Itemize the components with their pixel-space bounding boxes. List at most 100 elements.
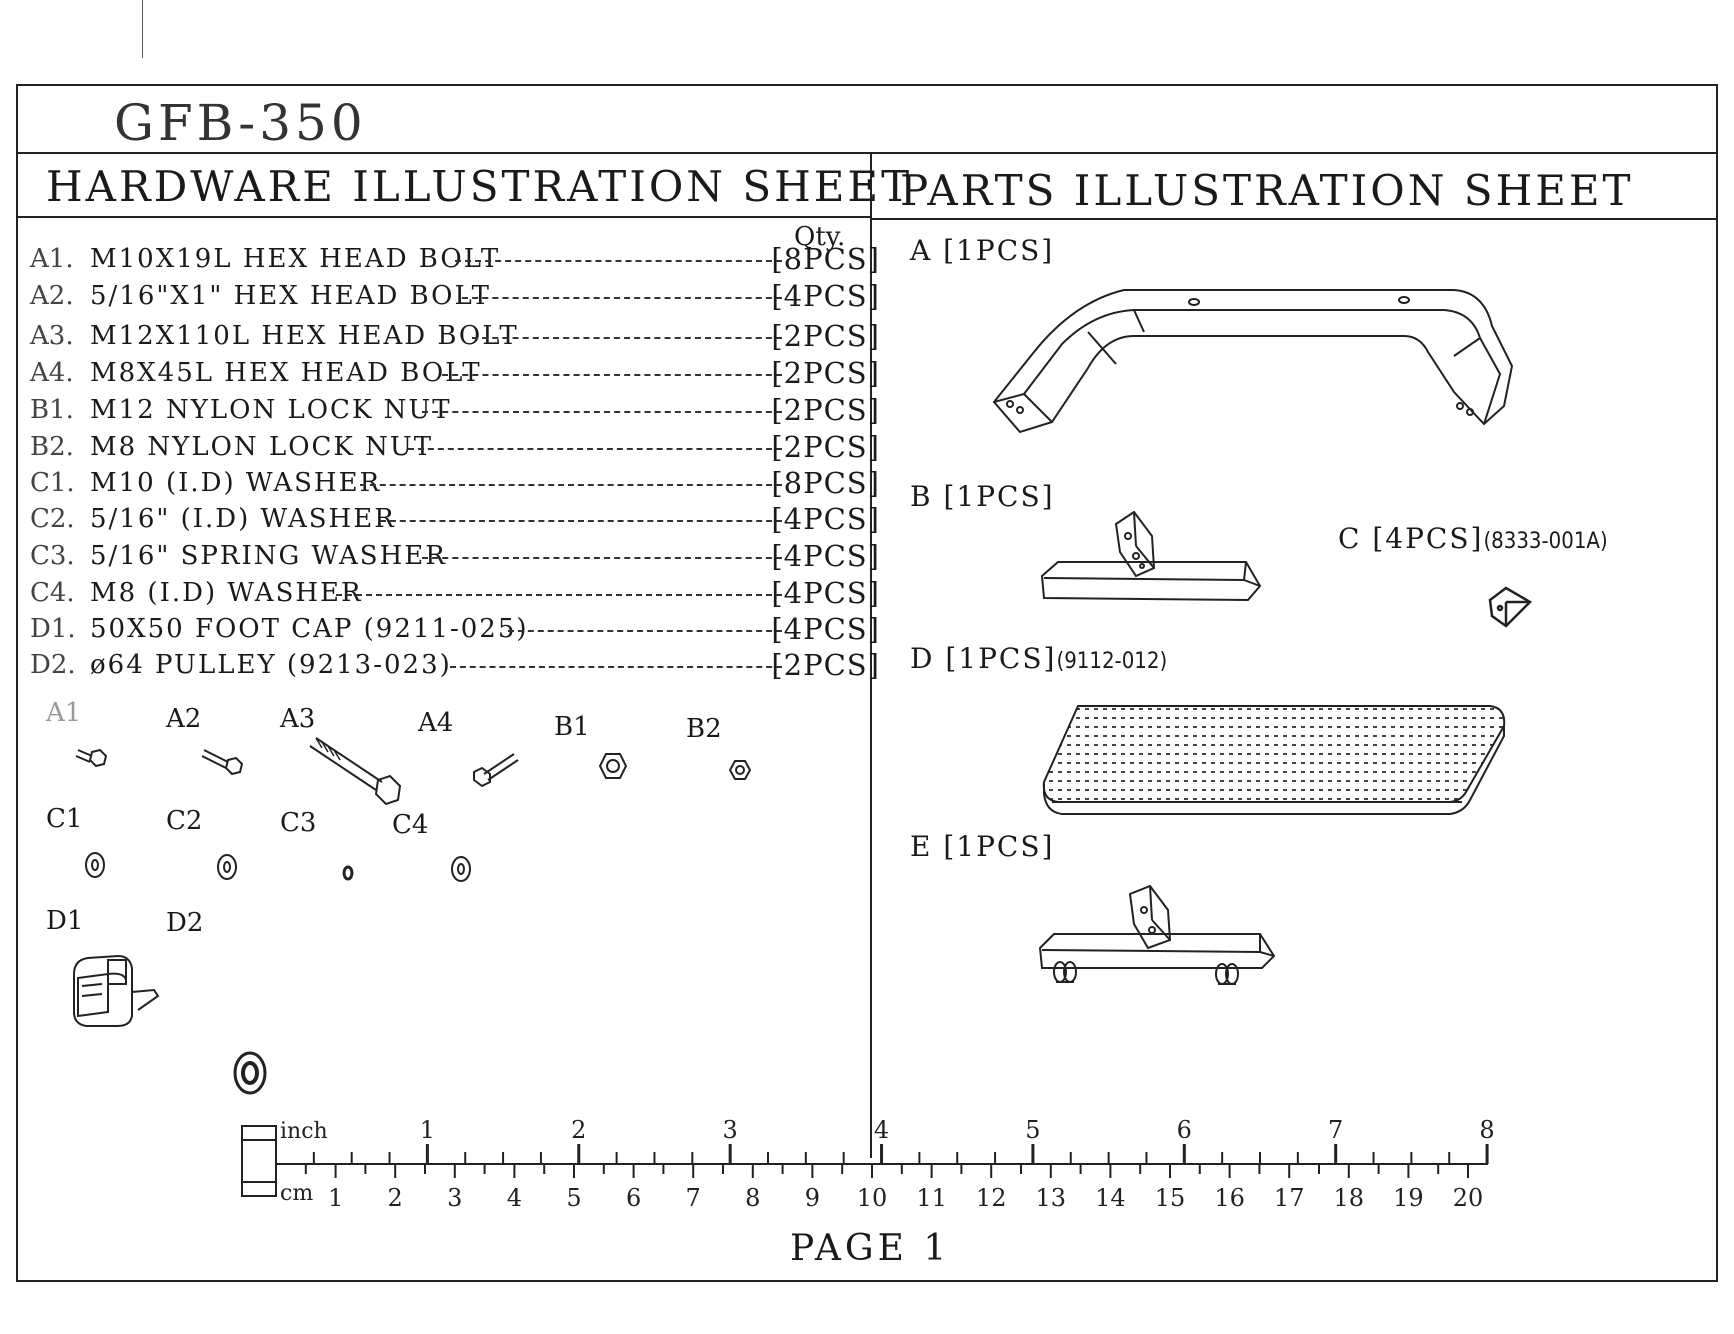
washer-icon: [85, 852, 105, 878]
cm-tick-label: 19: [1393, 1184, 1424, 1212]
hardware-row-b2: B2. M8 NYLON LOCK NUT [2PCS]: [30, 430, 880, 466]
cm-tick-label: 13: [1036, 1184, 1067, 1212]
inch-tick-label: 3: [723, 1116, 738, 1144]
leader-line: [450, 666, 782, 668]
cm-tick-label: 18: [1334, 1184, 1365, 1212]
hardware-desc: M8X45L HEX HEAD BOLT: [90, 358, 482, 388]
icon-label-a2: A2: [166, 704, 202, 734]
icon-label-c2: C2: [166, 806, 203, 836]
hardware-qty: [4PCS]: [771, 502, 880, 536]
cm-tick-label: 4: [507, 1184, 522, 1212]
hardware-row-b1: B1. M12 NYLON LOCK NUT [2PCS]: [30, 393, 880, 429]
lock-nut-icon: [728, 760, 752, 780]
hardware-qty: [2PCS]: [771, 648, 880, 682]
hardware-row-c2: C2. 5/16" (I.D) WASHER [4PCS]: [30, 502, 880, 538]
leader-line: [442, 374, 782, 376]
hardware-row-c3: C3. 5/16" SPRING WASHER [4PCS]: [30, 539, 880, 575]
bar-bracket-part-icon: [1040, 510, 1262, 602]
part-label-a: A [1PCS]: [910, 234, 1055, 267]
hardware-desc: 5/16"X1" HEX HEAD BOLT: [90, 281, 491, 311]
hardware-qty: [2PCS]: [771, 430, 880, 464]
cm-tick-label: 5: [566, 1184, 581, 1212]
icon-label-a4: A4: [418, 708, 454, 738]
cm-tick-label: 9: [805, 1184, 820, 1212]
inch-unit-label: inch: [280, 1119, 328, 1144]
cm-tick-label: 14: [1095, 1184, 1126, 1212]
long-hex-bolt-icon: [309, 737, 402, 806]
hardware-desc: M10X19L HEX HEAD BOLT: [90, 244, 501, 274]
cm-unit-label: cm: [280, 1181, 313, 1206]
icon-label-b1: B1: [554, 712, 590, 742]
hex-bolt-icon: [473, 753, 519, 788]
washer-icon: [451, 856, 471, 882]
hardware-desc: 5/16" (I.D) WASHER: [90, 504, 396, 534]
hardware-code: A2.: [30, 281, 74, 311]
hardware-desc: 50X50 FOOT CAP (9211-025): [90, 614, 529, 644]
hardware-row-a4: A4. M8X45L HEX HEAD BOLT [2PCS]: [30, 356, 880, 392]
hardware-row-d2: D2. ø64 PULLEY (9213-023) [2PCS]: [30, 648, 880, 684]
scan-mark: [142, 0, 143, 58]
inch-tick-label: 5: [1025, 1116, 1040, 1144]
hardware-qty: [2PCS]: [771, 393, 880, 427]
hardware-desc: 5/16" SPRING WASHER: [90, 541, 447, 571]
part-label-d-text: D [1PCS]: [910, 642, 1057, 675]
part-label-d: D [1PCS](9112-012): [910, 642, 1167, 675]
leader-line: [508, 630, 782, 632]
inch-tick-label: 1: [420, 1116, 435, 1144]
inch-tick-label: 4: [874, 1116, 889, 1144]
model-number: GFB-350: [114, 94, 367, 152]
cm-tick-label: 16: [1214, 1184, 1245, 1212]
hardware-qty: [8PCS]: [771, 466, 880, 500]
hardware-row-a1: A1. M10X19L HEX HEAD BOLT [8PCS]: [30, 242, 880, 278]
part-code-c: (8333-001A): [1483, 529, 1608, 554]
hardware-row-a3: A3. M12X110L HEX HEAD BOLT [2PCS]: [30, 319, 880, 355]
hardware-row-c1: C1. M10 (I.D) WASHER [8PCS]: [30, 466, 880, 502]
qty-header: Qty.: [794, 222, 846, 252]
part-label-e: E [1PCS]: [910, 830, 1055, 863]
cm-tick-label: 11: [916, 1184, 947, 1212]
hardware-qty: [2PCS]: [771, 319, 880, 353]
foot-cap-icon: [73, 954, 160, 1027]
hardware-desc: M10 (I.D) WASHER: [90, 468, 382, 498]
cm-tick-label: 12: [976, 1184, 1007, 1212]
icon-label-a1: A1: [46, 698, 82, 728]
inch-tick-label: 7: [1328, 1116, 1343, 1144]
icon-label-c3: C3: [280, 808, 317, 838]
hardware-desc: M8 NYLON LOCK NUT: [90, 432, 434, 462]
pulley-bar-part-icon: [1038, 884, 1276, 985]
cm-tick-label: 15: [1155, 1184, 1186, 1212]
cm-tick-label: 1: [328, 1184, 343, 1212]
hardware-row-c4: C4. M8 (I.D) WASHER [4PCS]: [30, 576, 880, 612]
icon-label-a3: A3: [280, 704, 316, 734]
washer-icon: [217, 854, 237, 880]
hardware-row-a2: A2. 5/16"X1" HEX HEAD BOLT [4PCS]: [30, 279, 880, 315]
part-code-d: (9112-012): [1056, 649, 1168, 674]
hardware-desc: M8 (I.D) WASHER: [90, 578, 363, 608]
icon-label-d2: D2: [166, 908, 204, 938]
leader-line: [462, 297, 782, 299]
hex-bolt-icon: [75, 748, 108, 768]
leader-line: [336, 594, 782, 596]
leader-line: [408, 448, 782, 450]
leader-line: [380, 520, 782, 522]
hardware-qty: [4PCS]: [771, 279, 880, 313]
hardware-desc: ø64 PULLEY (9213-023): [90, 650, 452, 680]
lock-nut-icon: [598, 753, 628, 779]
leader-line: [360, 484, 782, 486]
part-label-c-text: C [4PCS]: [1338, 522, 1484, 555]
icon-label-d1: D1: [46, 906, 84, 936]
hardware-code: B1.: [30, 395, 74, 425]
hardware-sheet-title: HARDWARE ILLUSTRATION SHEET: [46, 162, 913, 211]
leader-line: [422, 411, 782, 413]
hardware-code: D1.: [30, 614, 76, 644]
hardware-code: A1.: [30, 244, 74, 274]
hardware-code: A3.: [30, 321, 74, 351]
hardware-sheet-header: HARDWARE ILLUSTRATION SHEET: [18, 152, 909, 218]
parts-sheet-title: PARTS ILLUSTRATION SHEET: [900, 166, 1634, 215]
parts-sheet-header: PARTS ILLUSTRATION SHEET: [872, 152, 1716, 220]
inch-tick-label: 8: [1479, 1116, 1494, 1144]
seat-pad-part-icon: [1042, 705, 1506, 815]
hardware-code: C1.: [30, 468, 75, 498]
hardware-code: A4.: [30, 358, 74, 388]
